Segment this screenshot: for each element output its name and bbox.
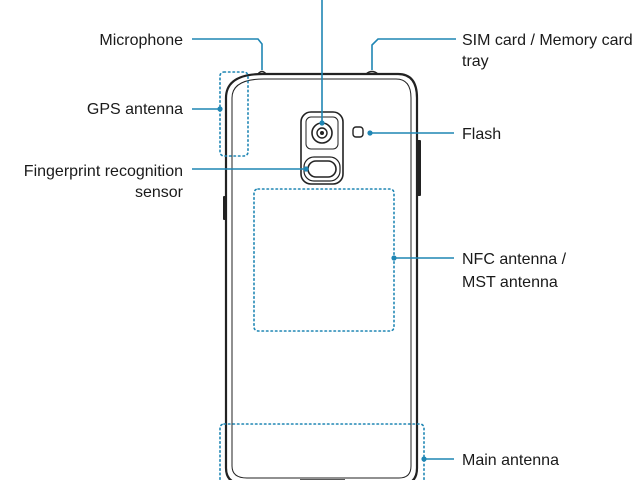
phone-inner-outline bbox=[231, 78, 412, 479]
camera-lens-center bbox=[320, 131, 324, 135]
microphone-hole bbox=[257, 70, 267, 75]
main-antenna-label: Main antenna bbox=[462, 452, 559, 469]
sim-tray-label-line2: tray bbox=[462, 53, 489, 70]
nfc-label-line2: MST antenna bbox=[462, 274, 558, 291]
fingerprint-leader-dot bbox=[303, 166, 309, 172]
right-side-key bbox=[417, 140, 421, 196]
nfc-leader-dot bbox=[391, 255, 397, 261]
nfc-antenna-zone bbox=[253, 188, 395, 332]
microphone-leader bbox=[192, 38, 263, 70]
nfc-label-line1: NFC antenna / bbox=[462, 251, 567, 268]
flash-led bbox=[352, 126, 364, 138]
labels: Microphone GPS antenna Fingerprint recog… bbox=[24, 32, 633, 469]
leader-lines bbox=[192, 0, 456, 462]
camera-leader-dot bbox=[319, 120, 325, 126]
phone-outline bbox=[224, 72, 419, 480]
sim-tray-leader bbox=[371, 38, 456, 70]
left-side-key bbox=[223, 196, 227, 220]
sim-tray-label-line1: SIM card / Memory card bbox=[462, 32, 633, 49]
fingerprint-label-line2: sensor bbox=[135, 184, 184, 201]
antenna-zones bbox=[219, 71, 425, 480]
sim-tray-slot bbox=[365, 70, 379, 75]
fingerprint-label-line1: Fingerprint recognition bbox=[24, 163, 183, 180]
gps-antenna-zone bbox=[219, 71, 249, 157]
flash-label: Flash bbox=[462, 126, 501, 143]
gps-leader-dot bbox=[217, 106, 223, 112]
main-antenna-zone bbox=[219, 423, 425, 480]
microphone-label: Microphone bbox=[99, 32, 183, 49]
camera-lens-inner bbox=[316, 127, 328, 139]
flash-leader-dot bbox=[367, 130, 373, 136]
main-antenna-leader-dot bbox=[421, 456, 427, 462]
gps-antenna-label: GPS antenna bbox=[87, 101, 183, 118]
